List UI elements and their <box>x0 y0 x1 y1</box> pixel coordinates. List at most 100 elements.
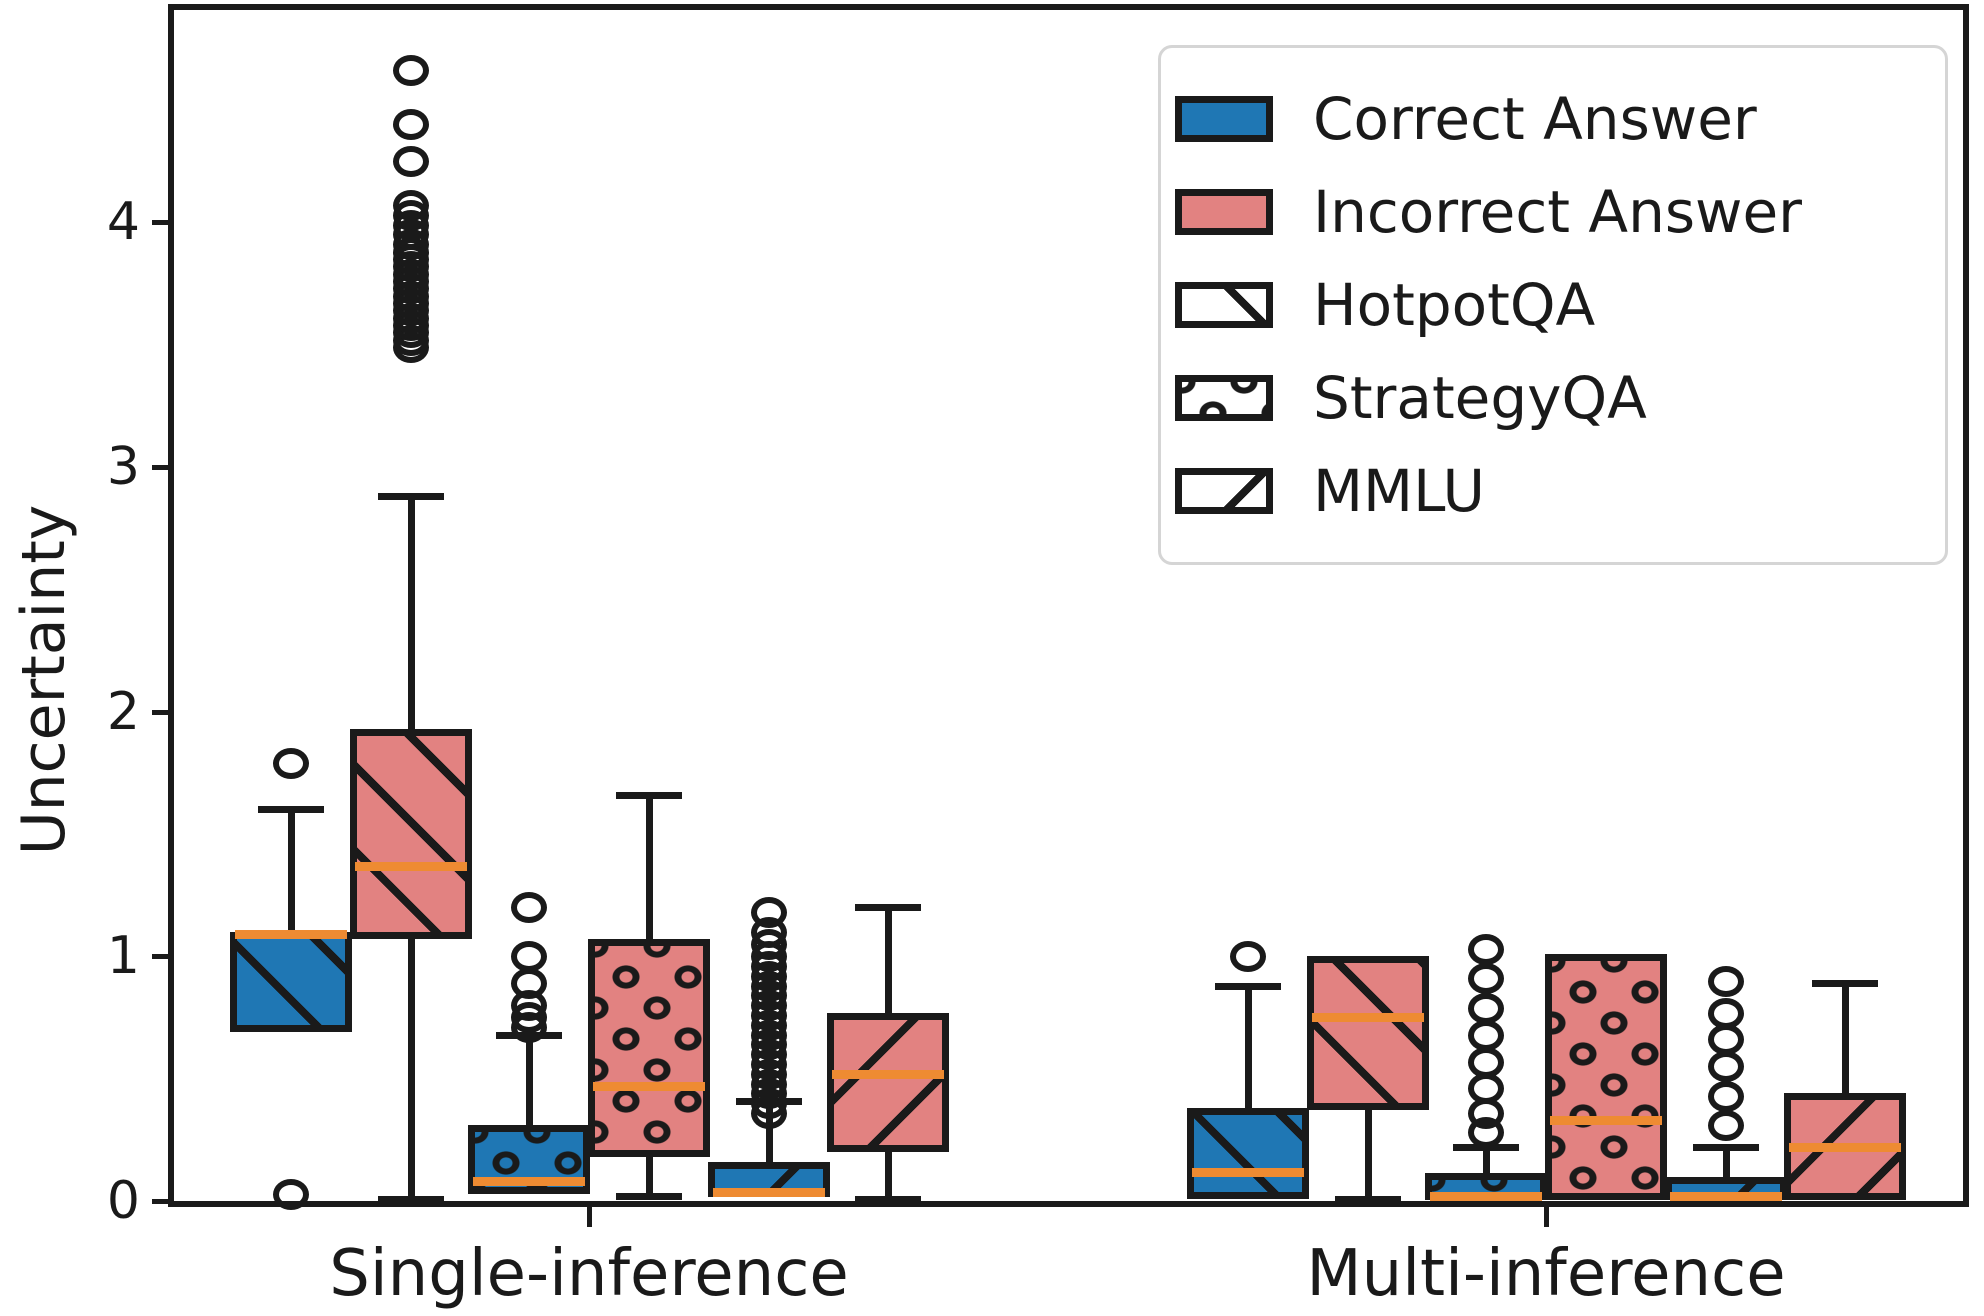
box-single-hotpotqa-incorrect <box>350 728 472 940</box>
box-hatch-o <box>1432 1179 1540 1193</box>
legend-label: StrategyQA <box>1313 364 1647 432</box>
outlier-point <box>1468 992 1504 1024</box>
y-tick-label: 2 <box>106 681 140 742</box>
outlier-point <box>1708 997 1744 1029</box>
legend-item: Correct Answer <box>1161 73 1945 166</box>
whisker-cap-high <box>378 493 444 501</box>
legend-swatch <box>1175 468 1273 514</box>
box-hatch-backslash <box>1672 1183 1780 1193</box>
box-hatch-/ <box>237 938 345 1026</box>
whisker-low <box>408 939 415 1199</box>
legend-hatch-backslash <box>1182 475 1266 507</box>
legend-hatch-o <box>1182 382 1266 414</box>
whisker-high <box>288 809 295 932</box>
y-tick-label: 3 <box>106 436 140 497</box>
outlier-point <box>1708 965 1744 997</box>
legend-label: HotpotQA <box>1313 271 1596 339</box>
whisker-cap-high <box>616 791 682 799</box>
median-line <box>593 1081 705 1091</box>
median-line <box>1789 1143 1901 1153</box>
median-line <box>235 930 347 940</box>
box-hatch-backslash <box>715 1168 823 1191</box>
outlier-point <box>1468 1019 1504 1051</box>
median-line <box>1192 1167 1304 1177</box>
outlier-point <box>393 190 429 222</box>
whisker-cap-low <box>378 1195 444 1203</box>
legend-label: Correct Answer <box>1313 85 1757 153</box>
whisker-low <box>885 1152 892 1199</box>
whisker-cap-low <box>1335 1195 1401 1203</box>
box-single-mmlu-incorrect <box>827 1012 949 1153</box>
y-tick <box>152 220 174 226</box>
outlier-point <box>511 941 547 973</box>
whisker-cap-high <box>1812 980 1878 988</box>
box-hatch-o <box>595 946 703 1150</box>
whisker-high <box>646 794 653 940</box>
whisker-cap-high <box>258 806 324 814</box>
box-hatch-o <box>1552 960 1660 1193</box>
whisker-high <box>1842 983 1849 1094</box>
legend-label: MMLU <box>1313 457 1485 525</box>
median-line <box>713 1188 825 1198</box>
y-tick <box>152 954 174 960</box>
outlier-point <box>1468 1046 1504 1078</box>
legend-item: MMLU <box>1161 445 1945 538</box>
outlier-point <box>393 55 429 87</box>
whisker-cap-high <box>1693 1144 1759 1152</box>
whisker-low <box>646 1156 653 1197</box>
legend-item: Incorrect Answer <box>1161 166 1945 259</box>
box-single-hotpotqa-correct <box>230 931 352 1033</box>
x-tick-label-single: Single-inference <box>329 1237 849 1311</box>
whisker-cap-high <box>855 904 921 912</box>
median-line <box>355 861 467 871</box>
legend-swatch <box>1175 189 1273 235</box>
whisker-high <box>766 1100 773 1162</box>
median-line <box>832 1069 944 1079</box>
whisker-cap-high <box>1215 982 1281 990</box>
median-line <box>1670 1192 1782 1202</box>
median-line <box>1430 1192 1542 1202</box>
outlier-point <box>1708 1080 1744 1112</box>
y-tick-label: 4 <box>106 192 140 253</box>
outlier-point <box>1468 933 1504 965</box>
outlier-point <box>273 1178 309 1210</box>
box-single-strategyqa-incorrect <box>588 939 710 1157</box>
whisker-high <box>408 496 415 729</box>
box-multi-hotpotqa-correct <box>1187 1108 1309 1199</box>
legend-swatch <box>1175 375 1273 421</box>
legend-swatch <box>1175 96 1273 142</box>
median-line <box>473 1177 585 1187</box>
y-tick-label: 1 <box>106 926 140 987</box>
box-multi-hotpotqa-incorrect <box>1307 956 1429 1111</box>
outlier-point <box>751 897 787 929</box>
box-multi-strategyqa-incorrect <box>1545 953 1667 1200</box>
median-line <box>1550 1116 1662 1126</box>
x-tick-label-multi: Multi-inference <box>1306 1237 1786 1311</box>
x-tick <box>1544 1205 1549 1227</box>
whisker-high <box>1483 1147 1490 1173</box>
legend-item: StrategyQA <box>1161 352 1945 445</box>
outlier-point <box>273 747 309 779</box>
box-hatch-/ <box>1314 963 1422 1104</box>
whisker-high <box>885 907 892 1013</box>
whisker-cap-low <box>855 1195 921 1203</box>
outlier-point <box>393 146 429 178</box>
y-axis-label: Uncertainty <box>9 504 79 856</box>
whisker-high <box>1723 1147 1730 1177</box>
box-hatch-backslash <box>834 1019 942 1146</box>
median-line <box>1312 1013 1424 1023</box>
legend-hatch-/ <box>1182 289 1266 321</box>
outlier-point <box>1468 963 1504 995</box>
legend-item: HotpotQA <box>1161 259 1945 352</box>
y-tick <box>152 709 174 715</box>
outlier-point <box>1230 941 1266 973</box>
whisker-low <box>1365 1110 1372 1199</box>
legend-label: Incorrect Answer <box>1313 178 1803 246</box>
y-tick <box>152 1199 174 1204</box>
outlier-point <box>393 109 429 141</box>
y-tick <box>152 464 174 470</box>
legend-swatch <box>1175 282 1273 328</box>
whisker-cap-low <box>616 1193 682 1201</box>
